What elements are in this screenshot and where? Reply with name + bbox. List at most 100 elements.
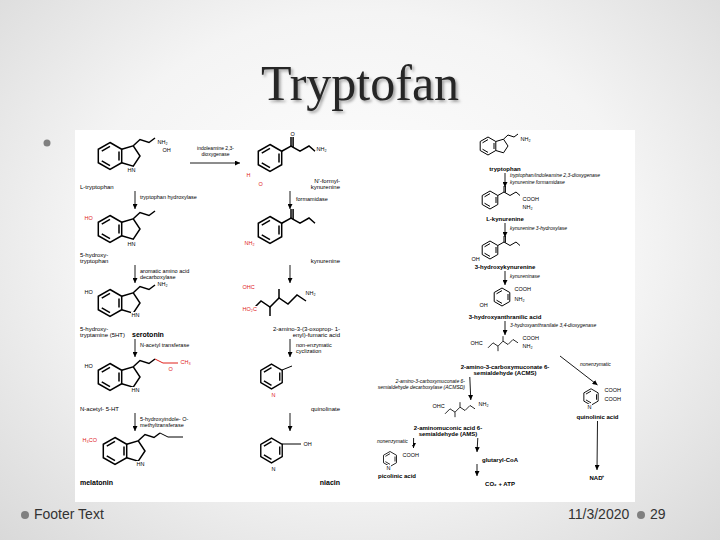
enzyme-label: non-enzymatic cyclization bbox=[296, 342, 340, 354]
atom-label: H₃CO bbox=[82, 437, 97, 443]
atom-label: COOH bbox=[604, 396, 622, 402]
atom-label: OHC bbox=[242, 284, 255, 290]
compound-name: N'-formyl- kynurenine bbox=[290, 178, 340, 191]
atom-label: HN bbox=[127, 167, 136, 173]
pathway-arrow bbox=[470, 377, 471, 400]
enzyme-label: indoleamine 2,3-dioxygenase bbox=[192, 146, 239, 158]
atom-label: COOH bbox=[522, 335, 540, 341]
enzyme-label: formamidase bbox=[296, 196, 340, 202]
compound-node: 3-hydroxyanthranilic acid bbox=[460, 285, 550, 321]
compound-name: 3-hydroxykynurenine bbox=[475, 264, 536, 271]
compound-name: 5-hydroxy- tryptamine (5HT) bbox=[80, 326, 128, 339]
compound-name: kynurenine bbox=[311, 258, 340, 265]
pathway-arrow bbox=[477, 438, 479, 452]
atom-label: HO₂C bbox=[242, 306, 257, 312]
atom-label: NH₂ bbox=[514, 296, 525, 302]
compound-name: CO₂ + ATP bbox=[485, 481, 515, 488]
atom-label: HN bbox=[136, 461, 145, 467]
pathway-arrow bbox=[477, 464, 478, 476]
atom-label: COOH bbox=[604, 387, 622, 393]
enzyme-label: aromatic amino acid decarboxylase bbox=[140, 268, 204, 280]
atom-label: NH₂ bbox=[316, 146, 327, 152]
atom-label: CH₃ bbox=[180, 359, 191, 365]
compound-node: kynurenine bbox=[240, 209, 340, 265]
footer-text: Footer Text bbox=[34, 507, 104, 522]
compound-node: glutaryl-CoA bbox=[470, 452, 530, 464]
compound-node: N-acetyl- 5-HT bbox=[80, 357, 190, 413]
compound-node: 5-hydroxy- tryptamine (5HT) serotonin bbox=[80, 283, 190, 339]
compound-name: tryptophan bbox=[489, 166, 520, 173]
pathway-arrow bbox=[597, 421, 599, 470]
footer-text: 11/3/2020 bbox=[568, 507, 629, 522]
compound-name: 2-amino-3-carboxymuconate 6- semialdehyd… bbox=[451, 364, 559, 377]
compound-node: quinolinate bbox=[240, 357, 340, 413]
atom-label: COOH bbox=[522, 196, 540, 202]
compound-name: 5-hydroxy- tryptophan bbox=[80, 252, 124, 265]
pathway-arrow bbox=[190, 163, 240, 164]
enzyme-label: kynureninase bbox=[510, 274, 620, 280]
atom-label: NH₂ bbox=[305, 290, 316, 296]
enzyme-label: nonenzymatic bbox=[580, 362, 630, 368]
pathway-arrow bbox=[290, 265, 291, 283]
atom-label: N bbox=[587, 404, 592, 410]
atom-label: OH bbox=[471, 256, 480, 262]
atom-label: OHC bbox=[470, 340, 483, 346]
compound-node: niacin bbox=[240, 431, 340, 487]
compound-name: niacin bbox=[320, 479, 340, 487]
pathway-arrow bbox=[135, 191, 136, 209]
compound-name: L-tryptophan bbox=[80, 184, 114, 191]
atom-label: NH₂ bbox=[478, 401, 489, 407]
compound-name: NAD⁺ bbox=[590, 475, 605, 482]
enzyme-label: 3-hydroxyanthranilate 3,4-dioxygenase bbox=[510, 323, 630, 329]
pathway-arrow bbox=[135, 265, 136, 283]
atom-label: N bbox=[386, 465, 391, 471]
compound-name: 2-amino-3-(3-oxoprop- 1-enyl)-fumaric ac… bbox=[268, 326, 340, 339]
pathway-arrow bbox=[505, 173, 506, 187]
enzyme-label: kynurenine 3-hydroxylase bbox=[510, 226, 620, 232]
pathway-arrow bbox=[505, 271, 506, 285]
pathway-arrow bbox=[290, 191, 291, 209]
atom-label: HN bbox=[131, 387, 140, 393]
enzyme-label: tryptophan hydroxylase bbox=[140, 194, 204, 200]
atom-label: COOH bbox=[402, 452, 420, 458]
atom-label: COOH bbox=[514, 286, 532, 292]
compound-name: 2-aminomuconic acid 6- semialdehyde (AMS… bbox=[406, 425, 490, 438]
enzyme-label: tryptophan/indoleamine 2,3-dioxygenase bbox=[510, 173, 632, 179]
enzyme-label: kynurenine formamidase bbox=[510, 180, 565, 186]
atom-label: NH₂ bbox=[157, 281, 168, 287]
atom-label: HO bbox=[84, 215, 93, 221]
atom-label: NH₂ bbox=[244, 240, 255, 246]
compound-name: quinolinate bbox=[311, 406, 340, 413]
atom-label: O bbox=[258, 181, 263, 187]
compound-name: N-acetyl- 5-HT bbox=[80, 406, 119, 413]
pathway-arrow bbox=[413, 438, 414, 448]
atom-label: HO bbox=[84, 289, 93, 295]
atom-label: O bbox=[290, 131, 295, 137]
pathway-arrow bbox=[505, 223, 506, 237]
compound-node: 5-hydroxy- tryptophan bbox=[80, 209, 190, 265]
compound-node: NAD⁺ bbox=[577, 470, 617, 482]
atom-label: NH₂ bbox=[522, 343, 533, 349]
atom-label: NH₂ bbox=[157, 139, 168, 145]
compound-name: quinolinic acid bbox=[576, 414, 618, 421]
atom-label: H bbox=[246, 172, 251, 178]
slide-title: Tryptofan bbox=[0, 56, 720, 111]
atom-label: OH bbox=[479, 302, 488, 308]
footer-text: 29 bbox=[650, 507, 666, 522]
pathway-arrow bbox=[560, 356, 598, 385]
atom-label: OH bbox=[162, 147, 171, 153]
atom-label: NH₂ bbox=[522, 204, 533, 210]
compound-node: 2-amino-3-carboxymuconate 6- semialdehyd… bbox=[450, 335, 560, 377]
enzyme-label: 5-hydroxyindole- O-methyltransferase bbox=[140, 416, 206, 428]
enzyme-label: N-acetyl transferase bbox=[140, 342, 204, 348]
compound-node: 3-hydroxykynurenine bbox=[470, 237, 540, 271]
atom-label: NH₂ bbox=[520, 136, 531, 142]
pathway-arrow bbox=[290, 413, 291, 431]
compound-name: L-kynurenine bbox=[486, 216, 524, 223]
atom-label: OHC bbox=[432, 403, 445, 409]
compound-name: glutaryl-CoA bbox=[482, 457, 518, 464]
compound-name: serotonin bbox=[132, 331, 164, 339]
enzyme-label: nonenzymatic bbox=[377, 439, 413, 445]
atom-label: O bbox=[168, 366, 173, 372]
